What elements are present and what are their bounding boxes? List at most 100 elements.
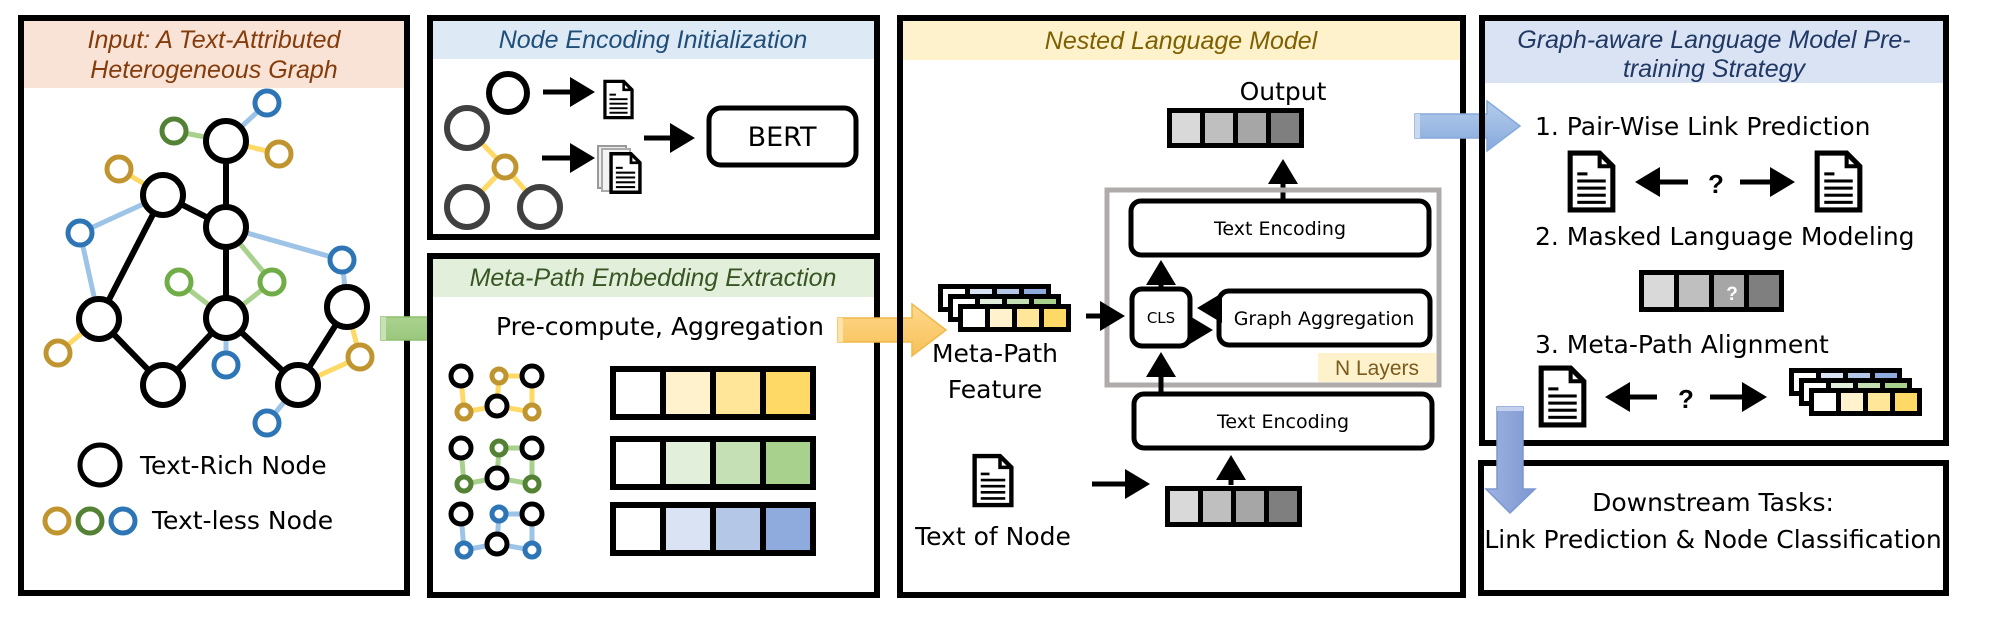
text-less-node-blue-icon	[108, 506, 138, 536]
gold-text-less-node	[491, 153, 519, 181]
text-rich-node	[484, 393, 510, 419]
pretraining-frame	[1479, 15, 1949, 446]
text-rich-node	[519, 435, 545, 461]
text-less-node	[454, 540, 474, 560]
task-meta-path-alignment: 3. Meta-Path Alignment	[1535, 330, 1829, 359]
downstream-frame	[1478, 460, 1949, 596]
meta-path-instances	[448, 363, 545, 560]
stack-layer-yellow	[958, 304, 1071, 332]
text-rich-node	[140, 362, 186, 408]
node-encoding-header-band	[433, 21, 874, 59]
embedding-cell	[1269, 491, 1297, 522]
embedding-cell	[616, 508, 660, 550]
input-title-line2: Heterogeneous Graph	[90, 56, 337, 84]
bert-label: BERT	[748, 122, 817, 153]
text-less-node	[454, 402, 474, 422]
arrow-to-nested-lm	[837, 302, 948, 358]
stacked-documents-icon	[597, 145, 642, 195]
embedding-cell	[766, 508, 810, 550]
meta-path-instance	[448, 435, 545, 494]
embedding-cell	[1172, 113, 1200, 143]
embedding-cell	[1203, 491, 1231, 522]
meta-path-instance	[448, 363, 545, 422]
downstream-tasks: Link Prediction & Node Classification	[1484, 525, 1941, 554]
text-rich-node	[203, 295, 249, 341]
pretraining-title-line1: Graph-aware Language Model Pre-	[1517, 26, 1910, 54]
graph-aggregation-label: Graph Aggregation	[1234, 308, 1415, 330]
meta-path-subtitle: Pre-compute, Aggregation	[496, 312, 824, 341]
gray-node	[517, 184, 563, 230]
n-layers-label: N Layers	[1335, 357, 1419, 380]
meta-path-feature-label-line2: Feature	[948, 375, 1042, 404]
text-rich-node	[519, 501, 545, 527]
meta-path-instance	[448, 501, 545, 560]
text-less-node	[257, 267, 287, 297]
meta-path-title: Meta-Path Embedding Extraction	[470, 264, 837, 292]
token-embedding-bar	[1165, 486, 1302, 527]
document-icon	[1570, 153, 1613, 210]
input-panel: Input: A Text-Attributed Heterogeneous G…	[18, 15, 410, 596]
meta-path-feature-stack	[1789, 368, 1922, 416]
text-less-node	[104, 154, 134, 184]
text-less-node	[327, 245, 357, 275]
embedding-cell	[1238, 113, 1266, 143]
text-encoding-bottom-box	[1131, 391, 1435, 451]
text-less-node	[522, 474, 542, 494]
embedding-cell	[990, 309, 1012, 327]
text-less-node	[264, 139, 294, 169]
masked-token-embedding	[1639, 270, 1784, 312]
text-rich-node	[203, 204, 249, 250]
mask-token-mark: ?	[1726, 284, 1738, 305]
embedding-cell	[1017, 309, 1039, 327]
task-pair-wise-link-prediction: 1. Pair-Wise Link Prediction	[1535, 112, 1871, 141]
arrow-to-pretraining	[1414, 99, 1522, 153]
embedding-cell	[766, 442, 810, 484]
heterogeneous-graph	[43, 88, 375, 438]
pretraining-panel: Graph-aware Language Model Pre- training…	[1479, 15, 1949, 446]
meta-path-header-band	[433, 259, 874, 297]
embedding-cell	[666, 442, 710, 484]
text-rich-node	[448, 501, 474, 527]
meta-path-embeddings	[610, 366, 816, 556]
text-less-node	[345, 342, 375, 372]
meta-path-feature-stack	[938, 284, 1071, 332]
text-of-node-label: Text of Node	[914, 522, 1071, 551]
embedding-cell	[1044, 309, 1066, 327]
embedding-cell	[1868, 393, 1890, 411]
downstream-title: Downstream Tasks:	[1592, 488, 1834, 517]
text-rich-node	[203, 118, 249, 164]
embedding-cell	[1895, 393, 1917, 411]
document-icon	[1817, 153, 1860, 210]
cls-label: CLS	[1147, 309, 1175, 327]
meta-path-embedding-yellow	[610, 366, 816, 420]
text-less-node	[65, 218, 95, 248]
text-rich-node	[140, 172, 186, 218]
embedding-cell	[1714, 275, 1744, 307]
text-less-node	[489, 438, 509, 458]
legend: Text-Rich Node Text-less Node	[42, 442, 333, 536]
nested-lm-title: Nested Language Model	[1045, 27, 1319, 55]
text-rich-node	[486, 71, 530, 115]
text-rich-edge	[96, 193, 166, 321]
embedding-cell	[1814, 393, 1836, 411]
text-less-node	[252, 408, 282, 438]
text-less-node	[454, 474, 474, 494]
embedding-cell	[1271, 113, 1299, 143]
text-less-node-gold-icon	[42, 506, 72, 536]
pretraining-title-line2: training Strategy	[1623, 55, 1807, 83]
text-less-node	[522, 402, 542, 422]
text-of-node-document-icon	[975, 456, 1012, 505]
document-icon	[603, 79, 634, 120]
embedding-cell	[1644, 275, 1674, 307]
nested-lm-header-band	[903, 21, 1460, 60]
masked-embedding-bar	[1639, 270, 1784, 312]
text-less-node	[489, 366, 509, 386]
embedding-cell	[1841, 393, 1863, 411]
text-rich-node-icon	[77, 442, 123, 488]
meta-path-panel: Meta-Path Embedding Extraction Pre-compu…	[427, 253, 880, 598]
text-less-node	[43, 338, 73, 368]
output-embedding	[1167, 108, 1304, 148]
neighborhood-subgraph	[444, 71, 563, 230]
embedding-cell	[666, 508, 710, 550]
embedding-cell	[1749, 275, 1779, 307]
